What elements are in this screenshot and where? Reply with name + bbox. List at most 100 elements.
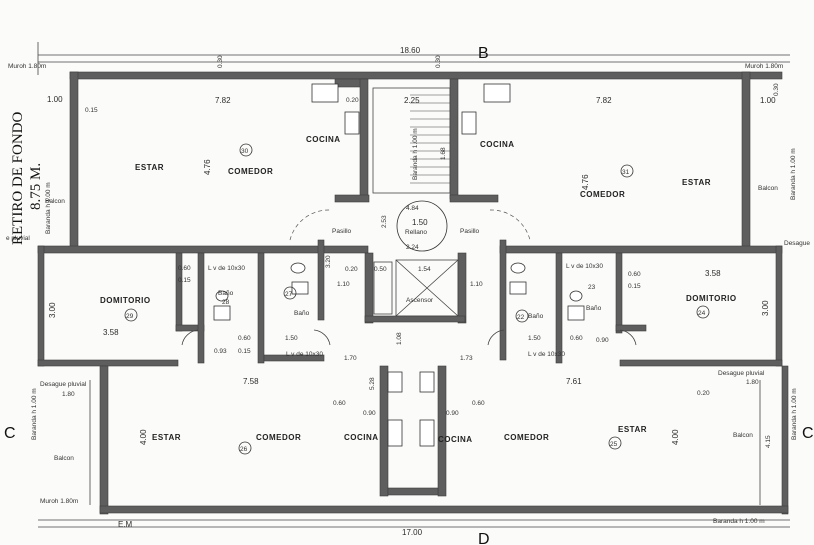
grid-label-bottom: D [478, 531, 490, 545]
core-d050: 0.50 [374, 266, 387, 273]
toilet-icon [290, 262, 306, 274]
grid-label-right: C [802, 425, 814, 442]
top-muroh-right: Muroh 1.80m [745, 63, 783, 70]
unit-30-d015: 0.15 [85, 107, 98, 114]
unit-26-d090: 0.90 [363, 410, 376, 417]
unit-26-d400: 4.00 [139, 429, 148, 445]
unit-22-d110: 1.10 [470, 281, 483, 288]
grid-label-top: B [478, 45, 489, 62]
bottom-baranda: Baranda h 1.00 m [713, 518, 765, 525]
sink-icon [387, 419, 403, 447]
unit-31-balcon: Balcon [758, 185, 778, 192]
unit-30-d100: 1.00 [47, 95, 63, 104]
unit-31-comedor: COMEDOR [580, 190, 625, 199]
fixtures [213, 83, 585, 447]
core-d253: 2.53 [381, 215, 388, 228]
unit-22-lav: L v de 10x30 [528, 351, 565, 358]
toilet-icon [510, 262, 526, 274]
unit-26-d060: 0.60 [333, 400, 346, 407]
bottom-dimension-strip: 17.00 Muroh 1.80m Baranda h 1.00 m E.M D… [4, 425, 814, 545]
unit-26-estar: ESTAR [152, 433, 181, 442]
bottom-muroh: Muroh 1.80m [40, 498, 78, 505]
unit-27-bano: Baño [294, 310, 310, 317]
sink-icon [311, 83, 339, 103]
stair-core [372, 87, 459, 317]
unit-29-bano: Baño [218, 290, 234, 297]
core-pasillo-left: Pasillo [332, 228, 352, 235]
door-swings [89, 209, 761, 505]
unit-31-width: 7.82 [596, 96, 612, 105]
unit-26-number: 26 [240, 446, 248, 453]
unit-30-comedor: COMEDOR [228, 167, 273, 176]
stove-icon [387, 371, 403, 393]
core-rellano: Rellano [405, 229, 427, 236]
core-landing: 1.50 [412, 218, 428, 227]
setback-note: RETIRO DE FONDO 8.75 M. [10, 112, 44, 245]
basin-icon [567, 305, 585, 321]
unit-31: ESTAR COMEDOR COCINA 31 7.82 4.76 1.00 B… [480, 96, 810, 247]
unit-22-number: 22 [517, 314, 525, 321]
unit-24-d090: 0.90 [596, 337, 609, 344]
core-d168: 1.68 [440, 147, 447, 160]
unit-31-desague: Desague [784, 240, 810, 247]
unit-25-comedor: COMEDOR [504, 433, 549, 442]
unit-30-d020: 0.20 [346, 97, 359, 104]
stove-icon [461, 111, 477, 135]
unit-26-width: 7.58 [243, 377, 259, 386]
top-wall-right-dim: 0.30 [773, 83, 780, 96]
stove-icon [344, 111, 360, 135]
unit-31-height: 4.76 [581, 174, 590, 190]
bottom-total-dimension: 17.00 [402, 528, 423, 537]
unit-25-d180: 1.80 [746, 379, 759, 386]
sink-icon [419, 419, 435, 447]
unit-29-d060: 0.60 [178, 265, 191, 272]
unit-31-estar: ESTAR [682, 178, 711, 187]
unit-22-d150: 1.50 [528, 335, 541, 342]
core-stair-width: 2.25 [404, 96, 420, 105]
unit-25-d090: 0.90 [446, 410, 459, 417]
unit-27-d170: 1.70 [344, 355, 357, 362]
unit-24: DOMITORIO 24 3.58 3.00 0.60 0.15 0.90 Ba… [566, 263, 770, 344]
top-muroh-left: Muroh 1.80m [8, 63, 46, 70]
unit-31-baranda: Baranda h 1.00 m [790, 148, 797, 200]
core-d154: 1.54 [418, 266, 431, 273]
unit-26-d180: 1.80 [62, 391, 75, 398]
unit-27-d060: 0.60 [238, 335, 251, 342]
top-wall-left-dim: 0.30 [217, 55, 224, 68]
unit-26-cocina: COCINA [344, 433, 379, 442]
unit-25-estar: ESTAR [618, 425, 647, 434]
core-d224: 2.24 [406, 244, 419, 251]
unit-29-height: 3.00 [48, 302, 57, 318]
toilet-icon [215, 290, 229, 302]
core-d108: 1.08 [396, 332, 403, 345]
toilet-icon [569, 290, 583, 302]
unit-29-d093: 0.93 [214, 348, 227, 355]
unit-27-d015: 0.15 [238, 348, 251, 355]
unit-30-width: 7.82 [215, 96, 231, 105]
unit-24-width: 3.58 [705, 269, 721, 278]
unit-26-balcon: Balcon [54, 455, 74, 462]
unit-26-baranda: Baranda h 1.00 m [31, 388, 38, 440]
unit-24-bano: Baño [586, 305, 602, 312]
top-dimension-strip: 18.60 Muroh 1.80m Muroh 1.80m 0.30 0.30 … [8, 42, 790, 96]
unit-25-balcon: Balcon [733, 432, 753, 439]
unit-30-number: 30 [241, 148, 249, 155]
unit-26-comedor: COMEDOR [256, 433, 301, 442]
unit-26-desague: Desague pluvial [40, 381, 87, 388]
unit-22-d173: 1.73 [460, 355, 473, 362]
unit-29: DOMITORIO 29 3.58 3.00 0.60 0.15 0.93 Ba… [48, 265, 245, 355]
unit-24-bano-number: 23 [588, 284, 596, 291]
unit-27-d150: 1.50 [285, 335, 298, 342]
unit-30-height: 4.76 [203, 159, 212, 175]
basin-icon [291, 281, 309, 295]
unit-27: Baño 27 1.50 0.60 0.15 L v de 10x30 3.20… [238, 255, 357, 362]
bottom-em: E.M [118, 520, 133, 529]
unit-25-d020: 0.20 [697, 390, 710, 397]
core-d528: 5.28 [369, 377, 376, 390]
unit-25-width: 7.61 [566, 377, 582, 386]
unit-24-room: DOMITORIO [686, 294, 737, 303]
core-d020: 0.20 [345, 266, 358, 273]
unit-25-number: 25 [610, 441, 618, 448]
